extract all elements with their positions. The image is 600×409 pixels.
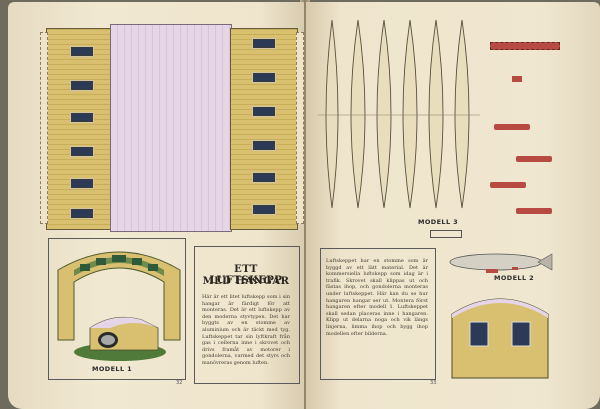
model3-stand [430, 230, 462, 238]
model1-caption: MODELL 1 [92, 365, 133, 373]
hangar-arch-illustration [57, 251, 181, 341]
hangar-walls-cutout [40, 22, 304, 234]
hangar-window [252, 140, 276, 151]
engine-gondola [516, 208, 552, 214]
engine-gondola [494, 124, 530, 130]
model1-frame [48, 238, 186, 380]
right-page-number: 33 [430, 380, 437, 386]
article-title-line1: ETT LUFTSKEPP [209, 264, 283, 286]
glue-tab-right [296, 32, 304, 224]
article-frame [194, 246, 300, 384]
hangar-window [70, 80, 94, 91]
hangar-left-wall [46, 28, 112, 230]
hangar-right-wall [230, 28, 298, 230]
engine-gondola [516, 156, 552, 162]
article-body-right: Luftskeppet har en stomme som är byggd a… [326, 258, 428, 337]
engine-gondola [490, 182, 526, 188]
model3-caption: MODELL 3 [418, 218, 459, 226]
hangar-window [252, 72, 276, 83]
article-continued-frame [320, 248, 436, 380]
left-page-number: 32 [176, 380, 183, 386]
airship-hull-cutout [318, 19, 480, 209]
hangar-window [252, 106, 276, 117]
article-body-left: Här är ett litet luftskepp som i sin han… [202, 294, 290, 366]
hangar-front-cutout [451, 298, 549, 379]
hangar-window [70, 46, 94, 57]
hangar-window [252, 204, 276, 215]
right-page: MODELL 3 MODELL 2 Luftskeppet har en sto… [306, 2, 600, 409]
hangar-window [252, 38, 276, 49]
glue-tab-left [40, 32, 48, 224]
hangar-window [252, 172, 276, 183]
hangar-window [70, 208, 94, 219]
hangar-window [70, 112, 94, 123]
assembled-hangar-illustration [74, 316, 166, 361]
book-spine [300, 0, 310, 409]
hangar-window [70, 146, 94, 157]
hangar-roof-panel [110, 24, 232, 232]
airship-model2-illustration [449, 253, 553, 273]
gondola-strip [490, 42, 560, 50]
hangar-window [70, 178, 94, 189]
gondola-small-part [512, 76, 522, 82]
article-title-line2: MED HANGAR [202, 276, 290, 287]
left-page: MODELL 1 ETT LUFTSKEPP MED HANGAR Här är… [8, 2, 304, 409]
model2-caption: MODELL 2 [494, 274, 535, 282]
